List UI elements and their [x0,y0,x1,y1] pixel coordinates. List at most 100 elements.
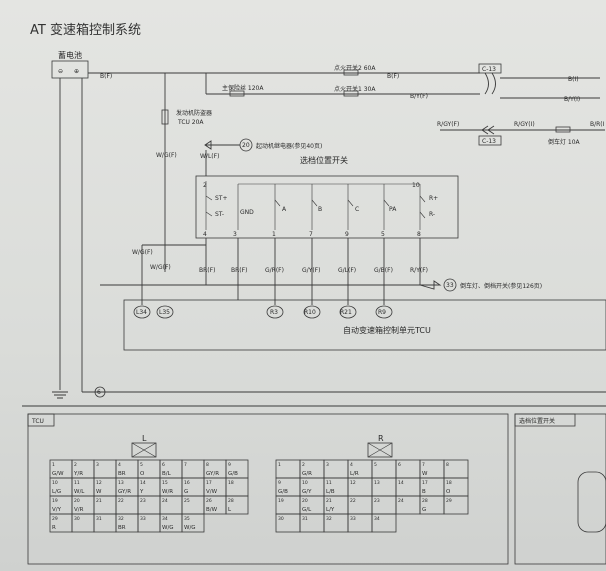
tcu-title: 自动变速箱控制单元TCU [343,325,431,335]
connector-pin-number: 33 [140,516,146,522]
connector-pin-number: 34 [162,516,168,522]
connector-pin-number: 32 [326,516,332,522]
starter-relay-ref-circle [239,138,253,152]
battery-wire-label: B(F) [100,73,112,80]
main-fuse-label: 主保险丝 120A [222,84,264,92]
pin-3: 3 [233,231,237,238]
connector-pin-number: 13 [118,480,124,486]
connector-pin-number: 17 [206,480,212,486]
connector-pin-number: 16 [184,480,190,486]
ground-ref-number: 6 [97,389,101,396]
wire-g-y-f: G/Y(F) [302,267,320,274]
connector-pin-wire-color: W/L [74,489,85,495]
connector-pin-wire-color: G [422,507,426,513]
connector-pin-wire-color: G [184,489,188,495]
connector-pin-wire-color: BR [118,471,126,477]
wire-r-gy-i: R/GY(I) [514,121,535,128]
connector-pin-number: 15 [162,480,168,486]
wire-b-ri: B/R(I [590,121,605,128]
connector-l-label: L [142,434,147,443]
connector-c13-top [478,63,502,74]
connector-pin-number: 12 [350,480,356,486]
connector-pin-number: 18 [446,480,452,486]
wire-br-f-2: BR(F) [231,267,247,274]
connector-pin-number: 23 [140,498,146,504]
connector-pin-number: 26 [206,498,212,504]
wire-b-i: B(I) [568,76,579,83]
connector-pin-number: 6 [398,462,401,468]
connector-pin-number: 20 [74,498,80,504]
immobilizer-fuse-rating: TCU 20A [177,119,204,126]
starter-relay-ref-number: 20 [242,142,250,149]
pin-4: 4 [203,231,207,238]
connector-pin-cell [371,513,397,533]
connector-pin-number: 10 [302,480,308,486]
connector-c13-top-label: C-13 [482,66,496,73]
wire-b-y-f-right: B/Y(F) [410,93,428,100]
tcu-connector-panel [27,413,509,565]
reverse-connector-chevrons [481,125,495,135]
pin-5: 5 [381,231,385,238]
pin-7: 7 [309,231,313,238]
wire-w-l-f: W/L(F) [200,153,219,160]
wire-w-g-f-l35: W/G(F) [150,264,171,271]
shift-switch-section-tab [514,413,576,427]
immobilizer-fuse-name: 发动机防盗器 [176,109,212,117]
connector-pin-number: 14 [140,480,146,486]
connector-pin-number: 3 [326,462,329,468]
connector-pin-cell [443,495,469,515]
connector-pin-number: 29 [52,516,58,522]
ignition-fuse2-icon [343,69,359,76]
connector-pin-wire-color: W/R [162,489,173,495]
connector-l-latch-cross [131,442,157,458]
reverse-ref-number: 33 [446,282,454,289]
connector-pin-number: 2 [74,462,77,468]
terminal-r21: R21 [340,309,352,316]
connector-pin-number: 28 [422,498,428,504]
connector-pin-wire-color: W/G [162,525,174,531]
connector-pin-wire-color: G/B [228,471,238,477]
connector-pin-number: 14 [398,480,404,486]
connector-pin-number: 30 [278,516,284,522]
wire-g-r-f: G/R(F) [265,267,284,274]
reverse-fuse-icon [555,126,571,133]
connector-pin-cell [181,513,205,533]
switch-output-wires [100,238,440,305]
wire-b-y-i: B/Y(I) [564,96,580,103]
connector-pin-wire-color: G/Y [302,489,312,495]
terminal-r10: R10 [304,309,316,316]
connector-pin-number: 24 [398,498,404,504]
connector-pin-number: 21 [96,498,102,504]
pin-10: 10 [412,182,420,189]
reverse-fuse-label: 倒车灯 10A [548,138,581,146]
terminal-l34: L34 [136,309,147,316]
connector-r-latch-cross [367,442,393,458]
connector-pin-wire-color: O [140,471,145,477]
immobilizer-fuse-icon [161,109,169,125]
connector-c13-bottom [478,135,502,146]
connector-pin-wire-color: B [422,489,426,495]
shift-switch-connector-icon [577,471,606,533]
connector-pin-number: 25 [184,498,190,504]
connector-pin-wire-color: V/Y [52,507,62,513]
shift-switch-connector-panel [514,413,606,565]
connector-pin-number: 7 [184,462,187,468]
connector-pin-number: 3 [96,462,99,468]
connector-pin-number: 28 [228,498,234,504]
connector-pin-number: 19 [278,498,284,504]
ground-ref-circle [94,386,106,398]
connector-pin-number: 21 [326,498,332,504]
connector-pin-number: 8 [446,462,449,468]
wire-r-y-f: R/Y(F) [410,267,428,274]
connector-pin-number: 5 [374,462,377,468]
connector-pin-wire-color: V/R [74,507,84,513]
connector-pin-wire-color: Y/R [73,471,83,477]
switch-c: C [355,206,359,213]
connector-pin-wire-color: V/W [206,489,218,495]
connector-pin-number: 9 [228,462,231,468]
wire-br-f-1: BR(F) [199,267,215,274]
ignition-fuse2-label: 点火开关2 60A [334,64,376,72]
connector-pin-number: 23 [374,498,380,504]
